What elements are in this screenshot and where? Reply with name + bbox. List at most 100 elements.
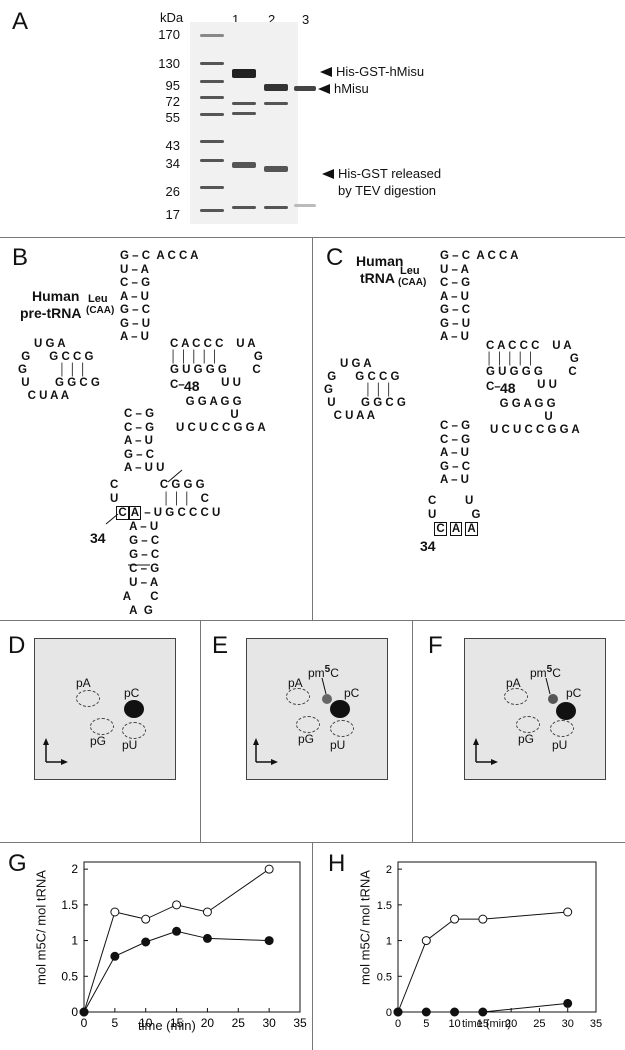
tlc-f-pu-spot <box>550 720 574 737</box>
chart-h-point-filled <box>478 1007 488 1017</box>
chart-g-series-open-line <box>83 868 270 1013</box>
marker-72: 72 <box>165 94 180 109</box>
chart-g-xtick-label: 25 <box>232 1016 246 1030</box>
chart-g-ytick-label: 1 <box>71 934 78 948</box>
divider <box>312 842 313 1050</box>
chart-g-ytick-label: 2 <box>71 862 78 876</box>
marker-band <box>200 140 224 143</box>
tlc-f-pc: pC <box>566 686 582 700</box>
chart-h-point-open <box>563 907 573 917</box>
lane-label-2: 2 <box>268 12 276 27</box>
tlc-d-pg: pG <box>90 734 107 748</box>
tlc-e-axis-icon <box>253 738 278 765</box>
chart-g-xtick-label: 10 <box>139 1016 153 1030</box>
tlc-d-pc: pC <box>124 686 140 700</box>
marker-band <box>200 34 224 37</box>
tlc-f-pc-spot <box>556 702 576 720</box>
chart-h-point-filled <box>450 1007 460 1017</box>
tlc-plate-d <box>34 638 176 780</box>
marker-band <box>200 62 224 65</box>
chart-g-series-filled-line <box>83 930 270 1013</box>
tlc-f-axis-icon <box>473 738 498 765</box>
chart-h-xtick-label: 25 <box>533 1018 545 1030</box>
marker-band <box>200 96 224 99</box>
tlc-d-axis-icon <box>43 738 68 765</box>
chart-h-point-open <box>478 914 488 924</box>
chart-g-xtick-label: 0 <box>81 1016 88 1030</box>
marker-170: 170 <box>158 27 180 42</box>
chart-h-ytick-label: 2 <box>386 864 392 876</box>
tlc-e-pm5c-text: pm <box>308 666 325 680</box>
chart-g-point-filled <box>141 937 151 947</box>
tlc-e-pm5c: pm5C <box>308 664 339 680</box>
tlc-f-pa: pA <box>506 676 521 690</box>
chart-h-ytick-label: 0 <box>386 1007 392 1019</box>
chart-h-frame <box>397 861 597 1013</box>
chart-g-point-filled <box>202 933 212 943</box>
chart-h-point-open <box>450 914 460 924</box>
tlc-e-pu-spot <box>330 720 354 737</box>
chart-h-point-filled <box>563 998 573 1008</box>
lane1-band <box>232 206 256 209</box>
divider <box>0 620 625 621</box>
chart-g-ytick-label: 0.5 <box>61 969 78 983</box>
chart-h-xtick-label: 0 <box>395 1018 401 1030</box>
marker-55: 55 <box>165 110 180 125</box>
arrow-label-hisgst-released: His-GST released <box>338 166 442 181</box>
chart-g-ytick-label: 0 <box>71 1005 78 1019</box>
tlc-e-pa: pA <box>288 676 303 690</box>
chart-g-point-open <box>141 914 151 924</box>
tlc-f-pm5c-tail: C <box>552 666 561 680</box>
marker-26: 26 <box>165 184 180 199</box>
chart-g-point-filled <box>79 1007 89 1017</box>
panel-label-g: G <box>8 850 27 877</box>
chart-h-point-filled <box>393 1007 403 1017</box>
tlc-d-pa-spot <box>76 690 100 707</box>
chart-h-ytick-label: 0.5 <box>377 971 392 983</box>
chart-h-ytick-label: 1.5 <box>377 900 392 912</box>
marker-band <box>200 186 224 189</box>
chart-g-point-open <box>172 900 182 910</box>
chart-h-xtick-label: 15 <box>477 1018 489 1030</box>
lane3-band-hmisu <box>294 86 316 91</box>
lane2-band <box>264 206 288 209</box>
marker-band <box>200 209 224 212</box>
chart-g-ytick-label: 1.5 <box>61 898 78 912</box>
trna-c-title-2: tRNA <box>360 270 395 286</box>
divider <box>412 620 413 842</box>
marker-band <box>200 80 224 83</box>
lane-label-1: 1 <box>232 12 240 27</box>
chart-h-xtick-label: 5 <box>423 1018 429 1030</box>
arrowhead-icon <box>320 67 332 77</box>
panel-label-e: E <box>212 632 229 659</box>
tlc-f-pu: pU <box>552 738 568 752</box>
chart-g-point-filled <box>172 926 182 936</box>
panel-label-b: B <box>12 244 29 271</box>
tlc-plate-f <box>464 638 606 780</box>
panel-label-d: D <box>8 632 26 659</box>
tlc-d-pa: pA <box>76 676 91 690</box>
chart-h-xlabel: time (min) <box>462 1018 511 1030</box>
trna-b-title-1: Human <box>32 288 80 304</box>
tlc-f-pm5c-sup: 5 <box>546 664 553 675</box>
chart-g-xlabel: time (min) <box>138 1018 196 1033</box>
tlc-e-pc-spot <box>330 700 350 718</box>
divider <box>312 237 313 620</box>
marker-band <box>200 159 224 162</box>
panel-label-h: H <box>328 850 346 877</box>
marker-43: 43 <box>165 138 180 153</box>
panel-label-c: C <box>326 244 344 271</box>
marker-17: 17 <box>165 207 180 222</box>
tlc-e-pu: pU <box>330 738 346 752</box>
